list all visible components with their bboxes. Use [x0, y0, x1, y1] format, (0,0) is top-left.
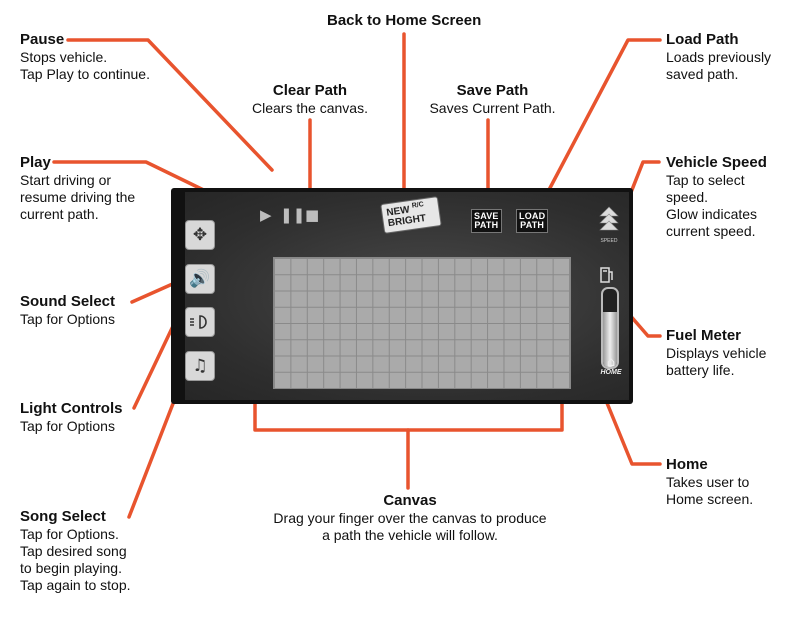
fuel-meter-desc: Displays vehicle battery life.: [666, 345, 767, 378]
fuel-level-fill: [603, 312, 617, 367]
save-path-button[interactable]: SAVE PATH: [471, 209, 502, 233]
app-screen: ✥ 🔊 ♫ ▶ ❚❚ ■ NEW R/C BRIGHT SAVE: [185, 192, 629, 400]
song-select-title: Song Select: [20, 508, 106, 525]
sound-select-desc: Tap for Options: [20, 311, 115, 327]
clear-path-desc: Clears the canvas.: [252, 100, 368, 116]
light-controls-button[interactable]: [185, 307, 215, 337]
sound-select-title: Sound Select: [20, 293, 116, 310]
load-path-annotation: Load Path Loads previously saved path.: [666, 31, 771, 83]
light-controls-title: Light Controls: [20, 400, 123, 417]
back-home-title: Back to Home Screen: [327, 12, 482, 29]
clear-path-annotation: Clear Path Clears the canvas.: [246, 82, 374, 117]
pause-button[interactable]: ❚❚: [280, 206, 305, 224]
canvas-annotation: Canvas Drag your finger over the canvas …: [240, 492, 580, 544]
save-path-annotation: Save Path Saves Current Path.: [420, 82, 565, 117]
canvas-title: Canvas: [383, 492, 437, 509]
vehicle-speed-annotation: Vehicle Speed Tap to select speed. Glow …: [666, 154, 767, 240]
sound-select-annotation: Sound Select Tap for Options: [20, 293, 115, 328]
pause-icon: ❚❚: [280, 206, 306, 224]
load-label-1: LOAD: [519, 211, 546, 221]
fuel-meter-title: Fuel Meter: [666, 327, 742, 344]
play-desc: Start driving or resume driving the curr…: [20, 172, 136, 222]
vehicle-speed-title: Vehicle Speed: [666, 154, 767, 171]
device-frame: ✥ 🔊 ♫ ▶ ❚❚ ■ NEW R/C BRIGHT SAVE: [171, 188, 633, 404]
pause-title: Pause: [20, 31, 65, 48]
headlight-icon: [190, 315, 207, 329]
move-icon: ✥: [192, 225, 208, 245]
sound-select-button[interactable]: 🔊: [185, 264, 215, 294]
music-note-icon: ♫: [192, 356, 208, 376]
save-path-desc: Saves Current Path.: [429, 100, 556, 116]
play-annotation: Play Start driving or resume driving the…: [20, 154, 135, 223]
load-path-title: Load Path: [666, 31, 739, 48]
move-button[interactable]: ✥: [185, 220, 215, 250]
play-button[interactable]: ▶: [260, 206, 272, 224]
speaker-icon: 🔊: [189, 269, 211, 289]
light-controls-annotation: Light Controls Tap for Options: [20, 400, 122, 435]
load-path-button[interactable]: LOAD PATH: [516, 209, 549, 233]
logo-rc: R/C: [411, 201, 425, 210]
drawing-canvas[interactable]: [273, 257, 571, 389]
play-title: Play: [20, 154, 51, 171]
play-icon: ▶: [260, 206, 272, 224]
save-label-2: PATH: [474, 220, 499, 230]
vehicle-speed-desc: Tap to select speed. Glow indicates curr…: [666, 172, 758, 239]
fuel-meter-annotation: Fuel Meter Displays vehicle battery life…: [666, 327, 766, 379]
speed-button[interactable]: SPEED: [597, 206, 621, 244]
home-annotation: Home Takes user to Home screen.: [666, 456, 753, 508]
home-desc: Takes user to Home screen.: [666, 474, 754, 507]
song-select-annotation: Song Select Tap for Options. Tap desired…: [20, 508, 131, 594]
canvas-desc: Drag your finger over the canvas to prod…: [273, 510, 547, 543]
song-select-button[interactable]: ♫: [185, 351, 215, 381]
save-label-1: SAVE: [474, 211, 499, 221]
home-title: Home: [666, 456, 708, 473]
light-controls-desc: Tap for Options: [20, 418, 115, 434]
clear-path-button[interactable]: ■: [305, 206, 319, 224]
fuel-pump-icon: [600, 267, 613, 283]
load-label-2: PATH: [520, 220, 545, 230]
home-logo-button[interactable]: NEW R/C BRIGHT: [380, 196, 442, 234]
clear-path-title: Clear Path: [272, 82, 348, 99]
back-home-annotation: Back to Home Screen: [327, 12, 481, 30]
home-button[interactable]: ⌂ HOME: [597, 356, 625, 384]
light-callout-line: [132, 322, 176, 410]
fuel-meter: [601, 287, 619, 369]
song-select-desc: Tap for Options. Tap desired song to beg…: [20, 526, 131, 593]
speed-label: SPEED: [600, 238, 618, 244]
stop-icon: ■: [305, 206, 320, 224]
save-path-title: Save Path: [456, 82, 529, 99]
load-path-desc: Loads previously saved path.: [666, 49, 772, 82]
home-icon: ⌂: [606, 355, 616, 370]
pause-desc: Stops vehicle. Tap Play to continue.: [20, 49, 150, 82]
pause-annotation: Pause Stops vehicle. Tap Play to continu…: [20, 31, 150, 83]
home-label: HOME: [600, 369, 622, 376]
load-path-callout-line: [539, 38, 662, 207]
speed-icon: [599, 206, 619, 231]
